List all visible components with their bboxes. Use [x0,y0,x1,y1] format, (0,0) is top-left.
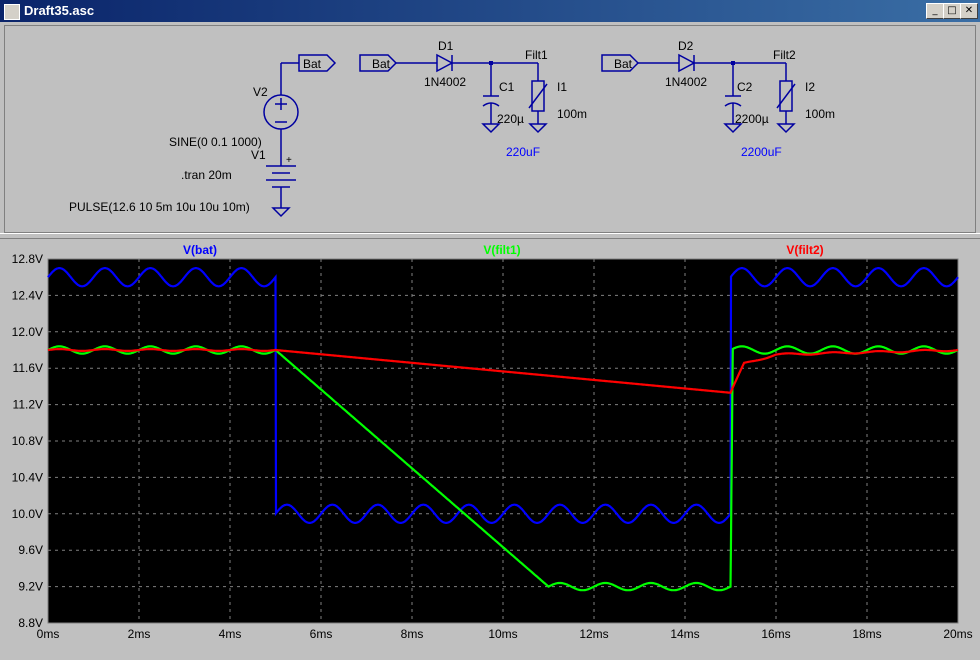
y-tick-label: 9.2V [18,580,43,594]
x-tick-label: 10ms [488,627,517,641]
v1-value: PULSE(12.6 10 5m 10u 10u 10m) [69,200,250,214]
y-tick-label: 12.4V [12,288,43,302]
window-titlebar: Draft35.asc _ □ ✕ [0,0,980,22]
net-label-bat-2[interactable] [601,54,640,72]
window-title: Draft35.asc [24,3,95,18]
minimize-button[interactable]: _ [926,3,944,19]
ground-symbol [481,123,501,134]
v2-name: V2 [253,85,268,99]
c2-name: C2 [737,80,753,94]
tran-directive[interactable]: .tran 20m [181,168,232,182]
comment-220uf: 220uF [506,145,540,159]
x-tick-label: 2ms [128,627,151,641]
i1-name: I1 [557,80,567,94]
x-tick-label: 14ms [670,627,699,641]
c2-value: 2200µ [735,112,769,126]
y-tick-label: 10.0V [12,507,43,521]
net-label-text: Bat [372,57,391,71]
trace-v-bat[interactable] [47,267,959,524]
waveform-plot[interactable]: 12.8V 12.4V 12.0V 11.6V 11.2V 10.8V 10.4V 10.0V… [0,239,980,655]
y-tick-label: 11.2V [13,398,43,412]
trace-v-filt2[interactable] [47,347,959,395]
x-tick-label: 20ms [943,627,972,641]
x-tick-label: 12ms [579,627,608,641]
comment-2200uf: 2200uF [741,145,782,159]
y-tick-label: 8.8V [18,616,43,630]
x-tick-label: 18ms [852,627,881,641]
ground-symbol [723,123,743,134]
schematic-canvas[interactable]: Bat V2 SINE(0 0.1 1000) V1 .tran 20m PUL… [5,26,975,232]
net-label-text: Bat [303,57,322,71]
i2-value: 100m [805,107,835,121]
close-button[interactable]: ✕ [960,3,978,19]
legend-item[interactable]: V(filt1) [483,243,520,257]
net-label-bat-v2[interactable] [298,54,337,72]
plus-mark: + [286,155,292,166]
x-tick-label: 4ms [219,627,242,641]
waveform-viewer[interactable]: 12.8V 12.4V 12.0V 11.6V 11.2V 10.8V 10.4V 10.0V… [0,239,980,655]
c1-name: C1 [499,80,515,94]
ground-symbol [528,123,548,134]
c1-value: 220µ [497,112,524,126]
pane-divider[interactable] [0,233,980,239]
i1-value: 100m [557,107,587,121]
i2-name: I2 [805,80,815,94]
v1-name: V1 [251,148,266,162]
ground-symbol [776,123,796,134]
d2-name: D2 [678,39,694,53]
legend-item[interactable]: V(bat) [183,243,217,257]
y-tick-label: 11.6V [13,361,43,375]
filt1-node-label: Filt1 [525,48,548,62]
diode-d2-symbol[interactable] [678,53,696,73]
x-tick-label: 16ms [761,627,790,641]
filt2-node-label: Filt2 [773,48,796,62]
y-tick-label: 12.8V [12,252,43,266]
y-tick-label: 10.4V [12,470,43,484]
x-tick-label: 8ms [401,627,424,641]
ground-symbol [271,207,291,218]
net-label-bat-1[interactable] [359,54,398,72]
maximize-button[interactable]: □ [943,3,961,19]
diode-d1-symbol[interactable] [436,53,454,73]
app-icon [4,4,20,20]
trace-v-filt1[interactable] [47,345,959,592]
d1-name: D1 [438,39,454,53]
d2-model: 1N4002 [665,75,707,89]
y-tick-label: 12.0V [12,325,43,339]
x-tick-label: 0ms [37,627,60,641]
v2-value: SINE(0 0.1 1000) [169,135,262,149]
schematic-editor[interactable]: Bat V2 SINE(0 0.1 1000) V1 .tran 20m PUL… [4,25,976,233]
net-label-text: Bat [614,57,633,71]
d1-model: 1N4002 [424,75,466,89]
y-tick-label: 9.6V [18,543,43,557]
x-tick-label: 6ms [310,627,333,641]
y-tick-label: 10.8V [12,434,43,448]
legend-item[interactable]: V(filt2) [786,243,823,257]
